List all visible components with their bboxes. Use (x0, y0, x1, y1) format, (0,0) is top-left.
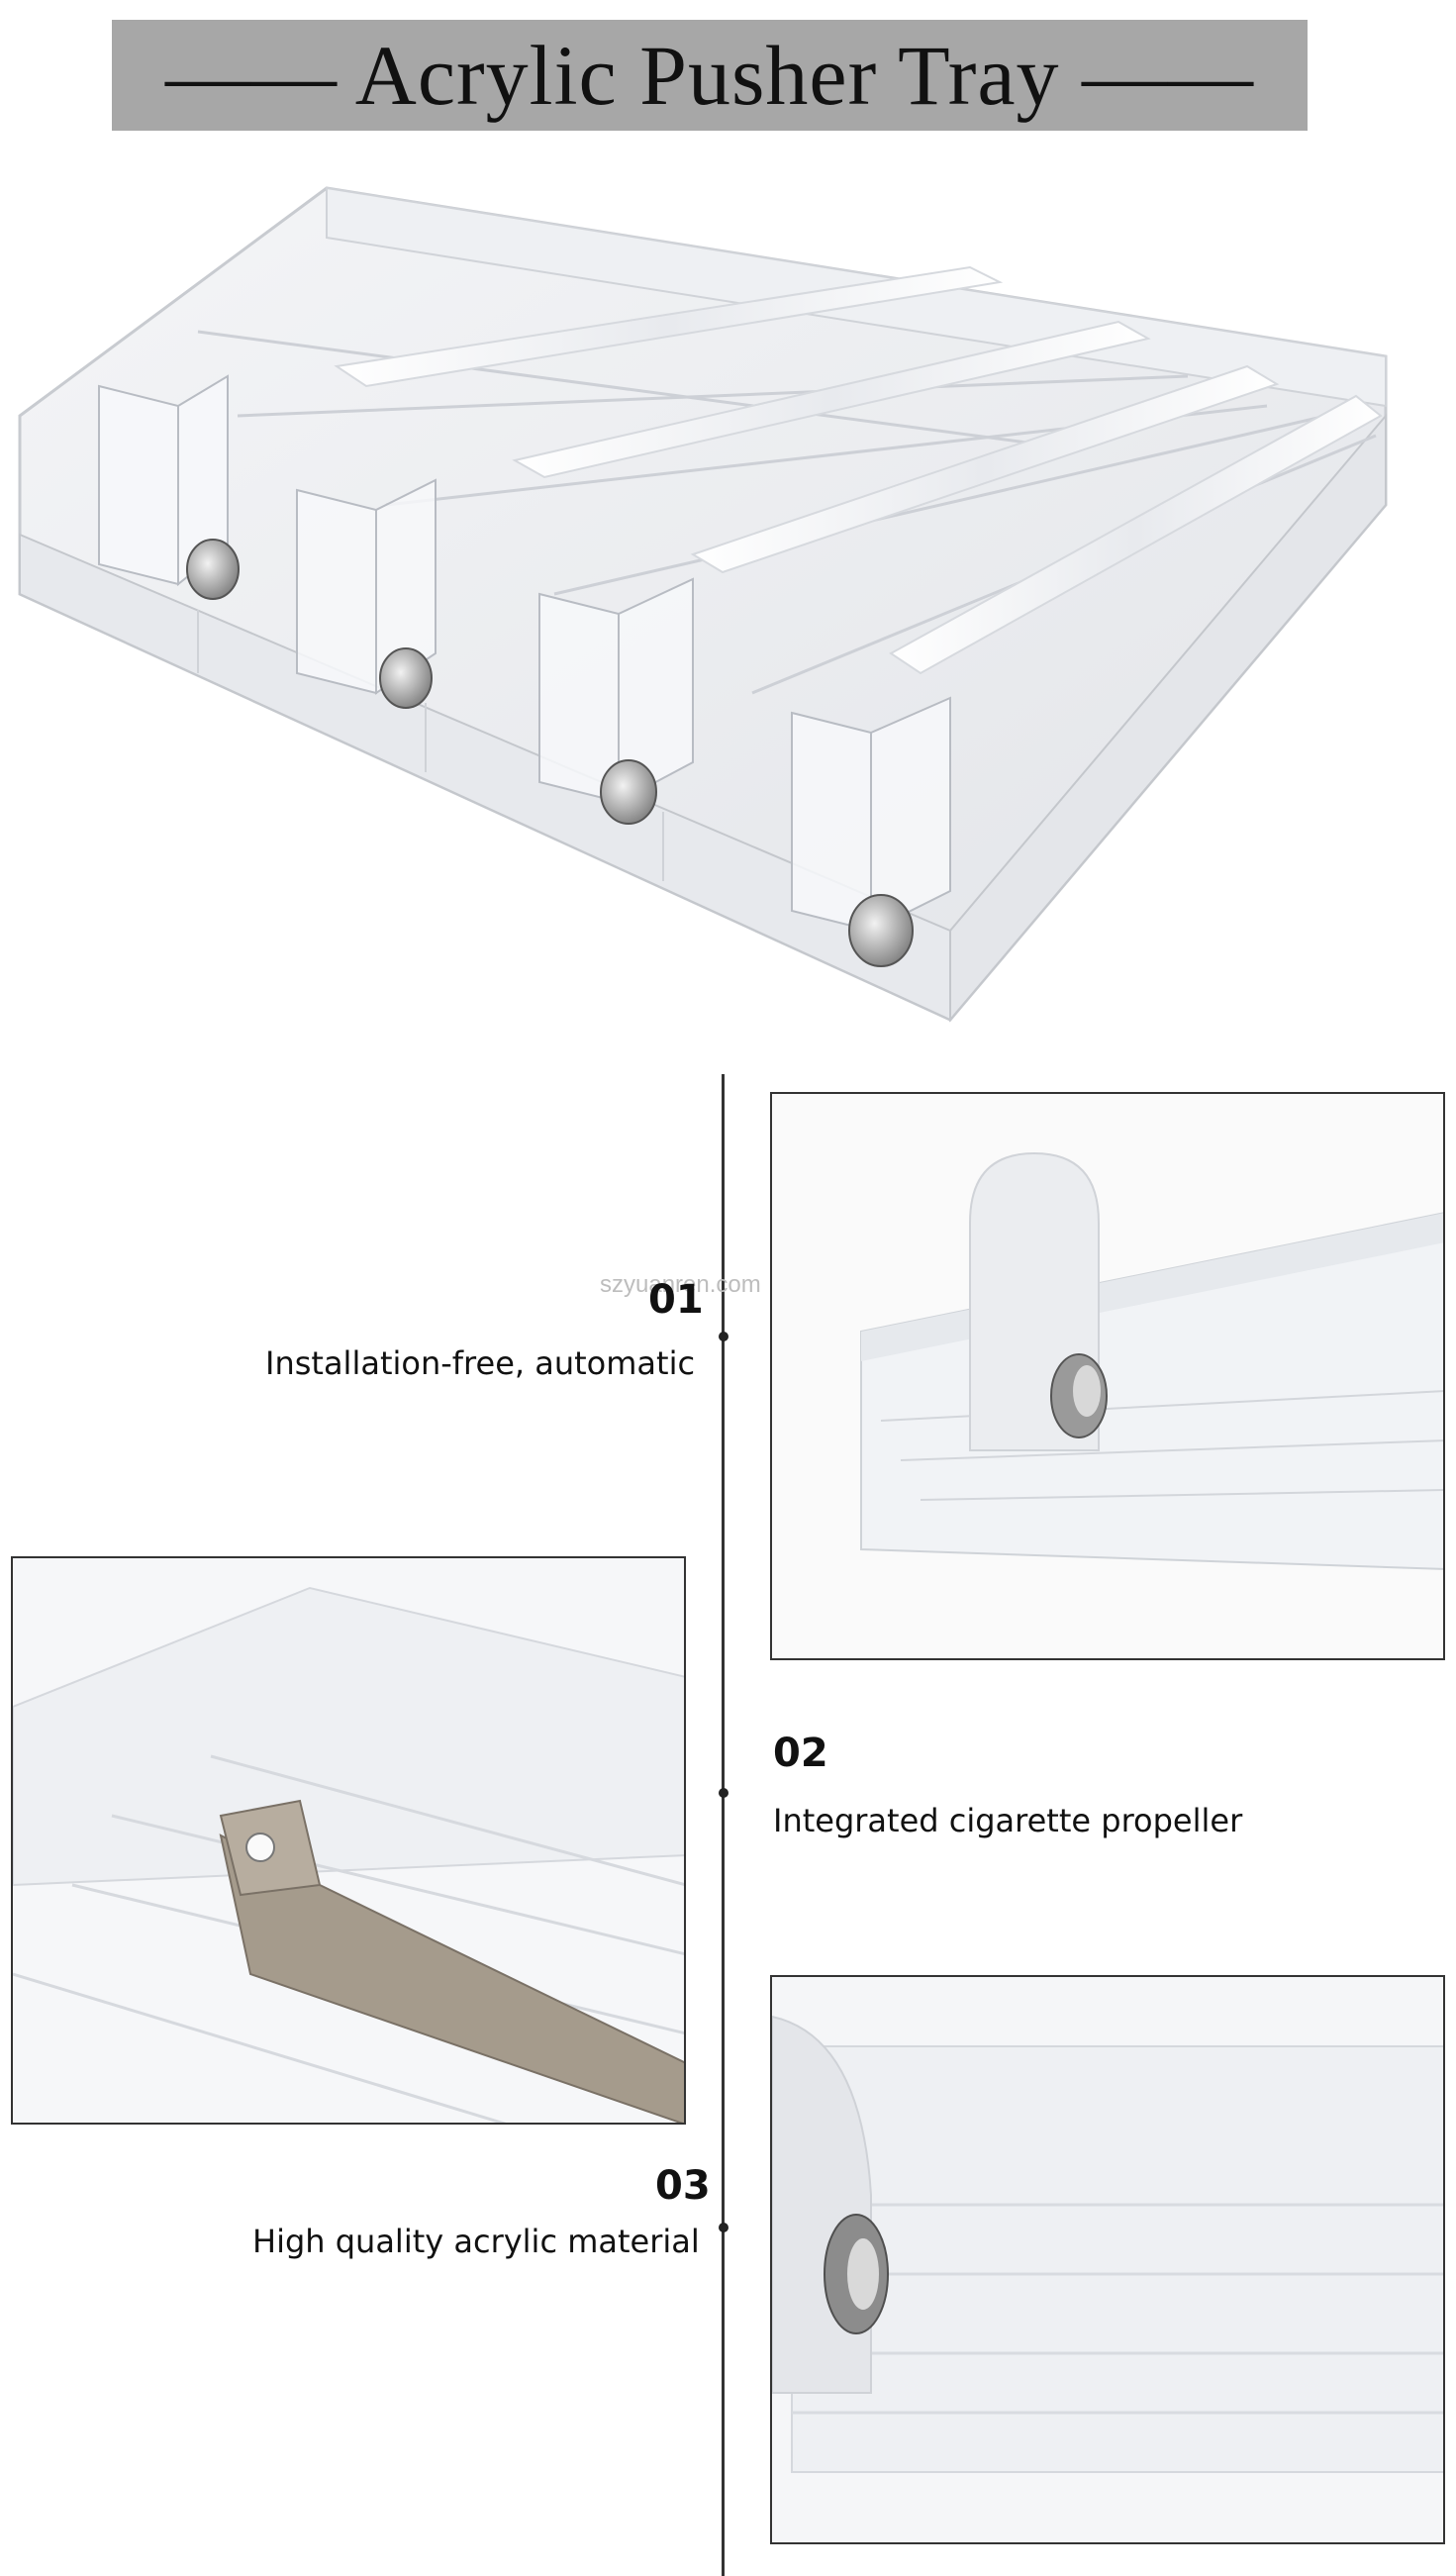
feature-02-label: Integrated cigarette propeller (773, 1802, 1243, 1839)
photo-pusher-roller (770, 1092, 1445, 1660)
timeline-line (722, 1074, 725, 2576)
feature-03-number: 03 (655, 2163, 711, 2209)
spring-propeller-illustration (13, 1558, 684, 2123)
acrylic-material-illustration (772, 1977, 1443, 2542)
hero-tray-image (18, 186, 1388, 1023)
feature-01-number: 01 (648, 1277, 704, 1323)
feature-01-label: Installation-free, automatic (265, 1344, 696, 1382)
timeline-dot-01 (719, 1332, 728, 1341)
watermark: szyuanren.com (600, 1271, 761, 1298)
page-title: —— Acrylic Pusher Tray —— (165, 28, 1254, 123)
photo-acrylic-material (770, 1975, 1445, 2544)
feature-02-number: 02 (773, 1731, 828, 1776)
title-banner: —— Acrylic Pusher Tray —— (112, 20, 1308, 131)
feature-03-label: High quality acrylic material (252, 2223, 700, 2260)
timeline-dot-03 (719, 2223, 728, 2232)
photo-spring-propeller (11, 1556, 686, 2125)
pusher-roller-illustration (860, 1151, 1443, 1570)
timeline-dot-02 (719, 1788, 728, 1798)
